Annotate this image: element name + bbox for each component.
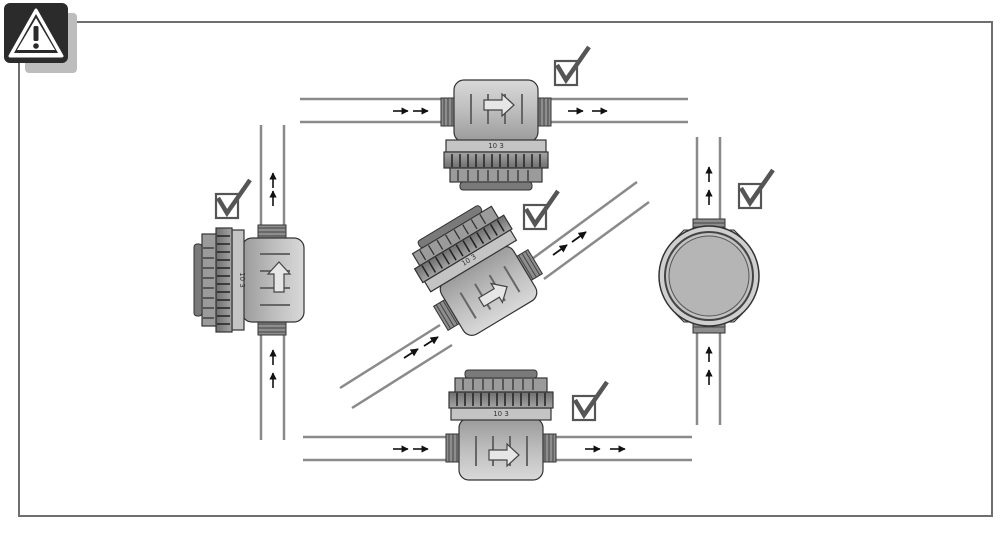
diagram-frame [18,21,993,517]
pipe-inclined [339,180,650,410]
installation-horizontal-top: 10 3 [300,47,688,191]
meter-label: 10 3 [493,410,509,418]
water-meter: 10 3 [440,79,552,191]
water-meter [193,224,305,336]
meter-label: 10 3 [488,142,504,150]
warning-triangle-icon [4,3,77,73]
checkbox-checked-icon [524,191,558,229]
pipe-left [259,125,286,440]
pipe-right [695,137,722,425]
checkbox-checked-icon [573,382,607,420]
checkbox-checked-icon [216,180,250,218]
installation-inclined-center: 10 3 [339,180,650,410]
pipe-top [300,97,688,124]
meter-label: 10 3 [238,272,246,288]
flow-arrow-icon [403,231,587,359]
installation-vertical-right [658,137,773,425]
checkbox-checked-icon [555,47,589,85]
water-meter [445,369,557,481]
checkbox-checked-icon [739,170,773,208]
pipe-bottom [303,435,692,462]
installation-vertical-left: 10 3 [193,125,305,440]
water-meter [658,218,760,334]
installation-horizontal-bottom: 10 3 [303,369,692,481]
